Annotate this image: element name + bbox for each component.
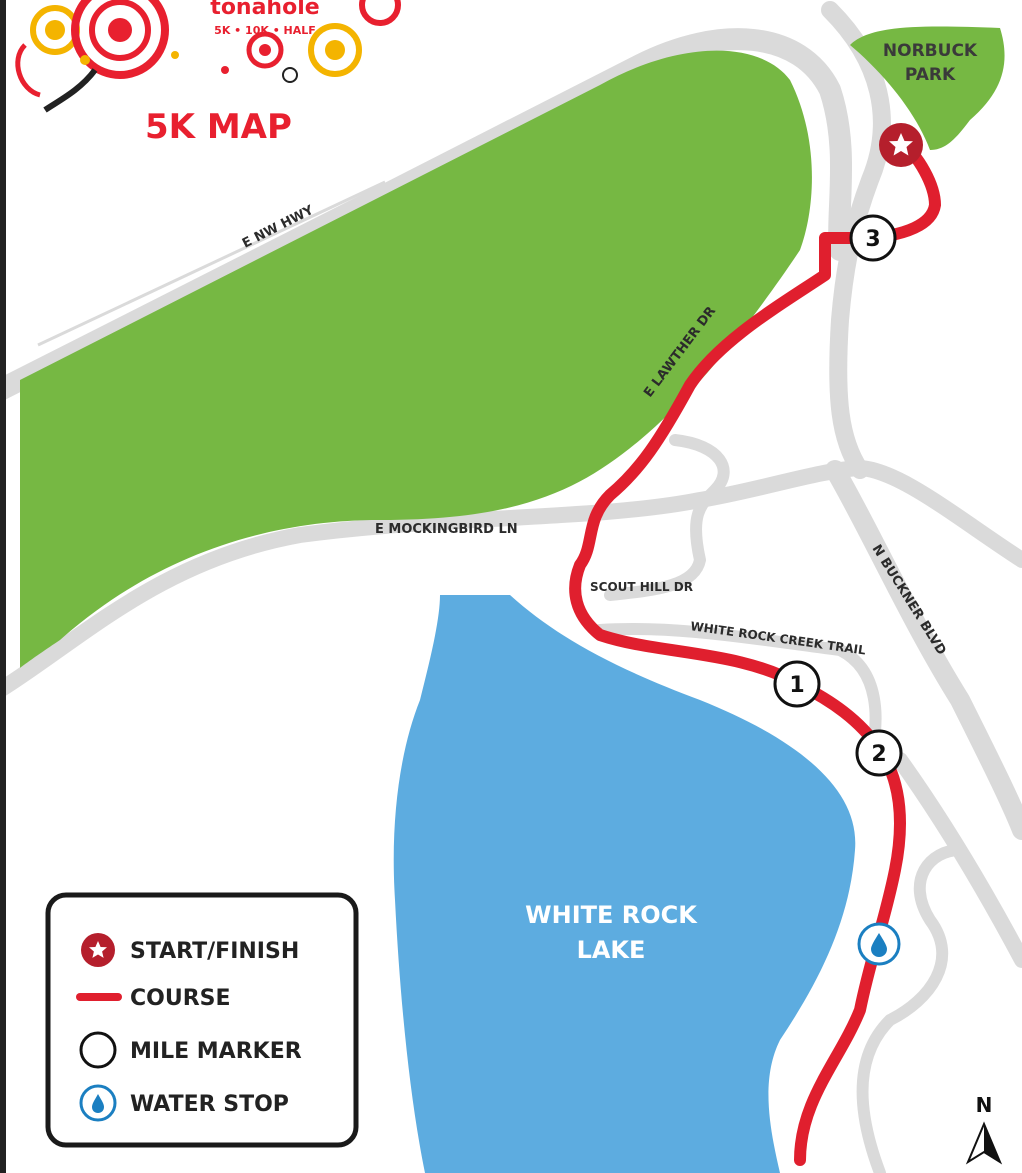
water-drop-icon xyxy=(871,933,887,957)
label-mockingbird: E MOCKINGBIRD LN xyxy=(375,522,518,537)
white-rock-lake xyxy=(393,595,856,1173)
north-label: N xyxy=(976,1093,993,1117)
label-norbuck-2: PARK xyxy=(905,65,956,85)
label-scout-hill: SCOUT HILL DR xyxy=(590,580,693,594)
logo-wordmark: tonahole xyxy=(210,0,319,20)
road-nw-hwy-stripe xyxy=(37,180,386,347)
water-drop-icon xyxy=(92,1094,104,1113)
road-se xyxy=(892,752,1022,968)
label-lake-1: WHITE ROCK xyxy=(525,901,698,929)
legend-course-label: COURSE xyxy=(130,986,231,1011)
road-nw-hwy xyxy=(0,28,853,401)
course-route xyxy=(569,139,941,1166)
legend-start-finish xyxy=(81,933,115,967)
label-norbuck-1: NORBUCK xyxy=(883,41,978,61)
road-scout-hill xyxy=(604,434,730,601)
legend: START/FINISH COURSE MILE MARKER WATER ST… xyxy=(45,892,359,1148)
legend-mile-marker-label: MILE MARKER xyxy=(130,1039,302,1064)
mile-marker-3: 3 xyxy=(849,214,897,262)
road-mockingbird xyxy=(0,460,1022,698)
mile-marker-2: 2 xyxy=(855,729,903,777)
legend-mile-marker-icon xyxy=(79,1031,117,1069)
mile-marker-1: 1 xyxy=(773,660,821,708)
park-main xyxy=(20,50,812,668)
legend-start-finish-label: START/FINISH xyxy=(130,939,299,964)
road-east-loop xyxy=(856,844,966,1173)
road-buckner xyxy=(825,460,1022,840)
label-buckner: N BUCKNER BLVD xyxy=(869,542,949,658)
mile-marker-1-label: 1 xyxy=(789,673,804,698)
legend-water-stop-label: WATER STOP xyxy=(130,1092,289,1117)
road-creek-trail xyxy=(594,623,882,766)
legend-water-stop xyxy=(79,1084,117,1122)
logo-distances: 5K • 10K • HALF xyxy=(214,24,316,37)
park-norbuck xyxy=(850,26,1005,150)
start-finish-marker xyxy=(879,123,923,167)
map-title: 5K MAP xyxy=(145,107,292,147)
water-stop-marker xyxy=(857,922,901,966)
mile-marker-3-label: 3 xyxy=(865,227,880,252)
star-icon xyxy=(89,941,107,958)
event-logo: tonahole 5K • 10K • HALF xyxy=(0,0,401,1173)
mile-marker-2-label: 2 xyxy=(871,742,886,767)
label-lake-2: LAKE xyxy=(577,936,646,964)
north-arrow: N xyxy=(965,1093,1003,1165)
